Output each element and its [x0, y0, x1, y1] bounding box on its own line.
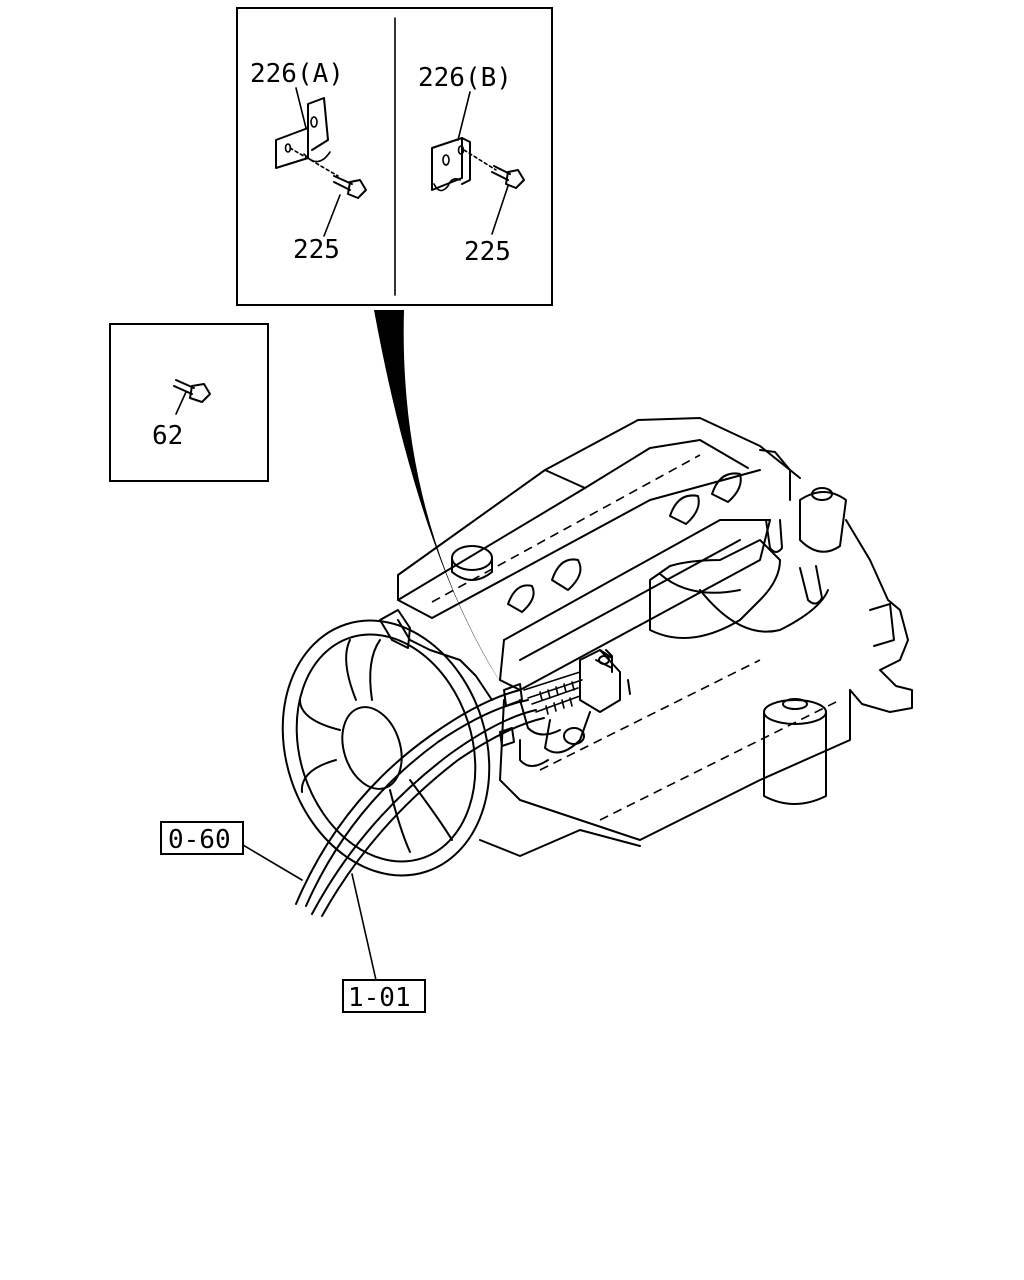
bolt-225-right-drawing	[491, 165, 525, 189]
engine-assembly-drawing	[379, 417, 913, 857]
ref-label-0-60: 0-60	[168, 825, 231, 855]
inset-leader-arrow	[374, 310, 504, 688]
inset-frame	[236, 7, 553, 306]
detail-inset-brackets: 226(A) 225 226(B) 225	[236, 7, 553, 306]
control-cable-drawing	[295, 671, 583, 917]
ref-box-1-01	[342, 979, 426, 1013]
callout-225-right: 225	[464, 237, 511, 267]
reference-callouts: 0-60 1-01	[160, 821, 426, 1013]
inset-frame-62	[109, 323, 269, 482]
ref-label-1-01: 1-01	[348, 983, 411, 1013]
bracket-226a-drawing	[275, 97, 339, 177]
callout-226b: 226(B)	[418, 63, 512, 93]
callout-226a: 226(A)	[250, 59, 344, 89]
engine-fan-drawing	[281, 619, 491, 877]
detail-inset-bolt-62: 62	[109, 323, 269, 482]
bracket-226b-drawing	[431, 137, 497, 192]
callout-225-left: 225	[293, 235, 340, 265]
bolt-225-left-drawing	[333, 175, 367, 199]
ref-box-0-60	[160, 821, 244, 855]
callout-62: 62	[152, 421, 183, 451]
